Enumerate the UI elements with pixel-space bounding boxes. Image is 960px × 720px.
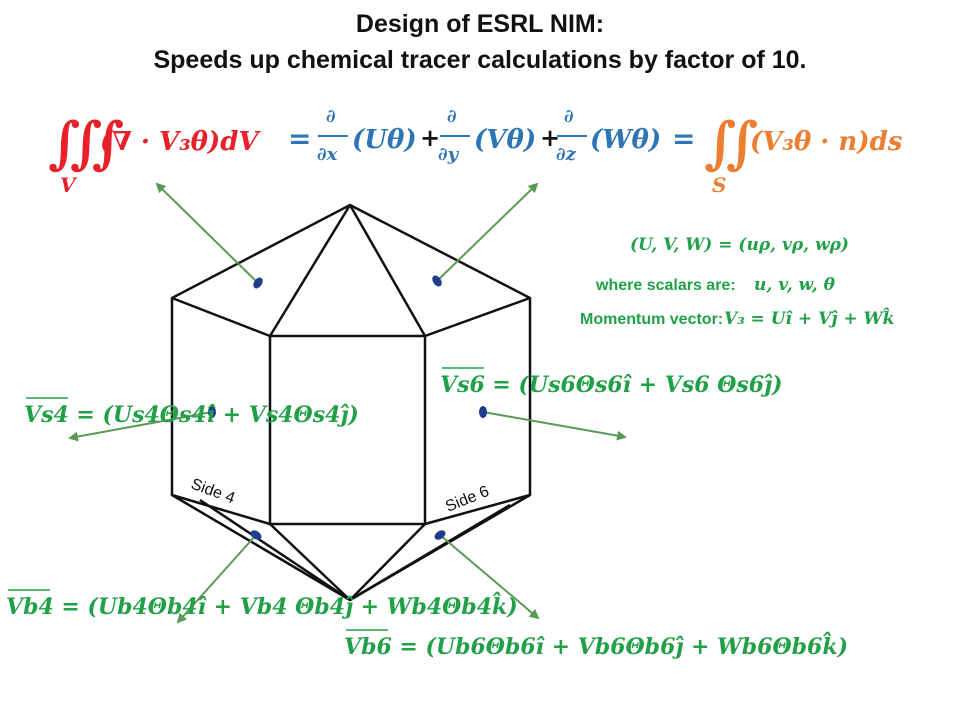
partial-y-den: ∂y: [438, 144, 460, 165]
center-face: [268, 334, 427, 526]
partial-z-den: ∂z: [556, 144, 577, 165]
dot-top-left: [253, 277, 263, 289]
edge-top-left: [268, 204, 352, 337]
scalars-value: u, v, w, θ: [754, 275, 836, 295]
title-line-1: Design of ESRL NIM:: [355, 10, 605, 38]
grid-cell-polyhedron: [170, 203, 532, 602]
edge-top-right: [348, 204, 427, 337]
divergence-equation: ∭ V (∇ · V₃θ)dV = ∂ ∂x (Uθ) + ∂ ∂y (Vθ) …: [48, 106, 903, 197]
edge-bottom-left: [269, 523, 351, 601]
vector-overbars: [8, 367, 484, 631]
arrow-side4: [68, 411, 213, 442]
double-integral-symbol: ∬: [704, 110, 760, 176]
equals-2: =: [672, 122, 695, 155]
info-block: (U, V, W) = (uρ, vρ, wρ) where scalars a…: [580, 235, 894, 329]
arrow-bottom4: [176, 534, 257, 624]
triple-integral-symbol: ∭: [48, 110, 126, 176]
edge-left-outer: [199, 498, 351, 602]
edge-bottom-right: [349, 523, 426, 601]
partial-x-num: ∂: [326, 106, 336, 127]
arrow-top-left: [155, 182, 259, 284]
surface-subscript: S: [712, 173, 726, 197]
equals-1: =: [288, 122, 311, 155]
arrow-side6: [482, 411, 627, 441]
lhs-term: (∇ · V₃θ)dV: [100, 127, 261, 157]
scalars-label: where scalars are:: [595, 277, 736, 294]
edge-lower-left: [171, 493, 271, 526]
dot-bottom4: [250, 530, 262, 540]
partial-x-den: ∂x: [317, 144, 338, 165]
flux-arrows: [68, 182, 627, 624]
edge-upper-right: [424, 296, 531, 338]
rhs-term: (V₃θ · n)ds: [750, 127, 903, 157]
plus-2: +: [540, 123, 560, 152]
edge-upper-left: [171, 296, 271, 338]
edge-lower-right: [424, 493, 531, 526]
face-center-dots: [208, 275, 487, 540]
arrow-top-right: [436, 182, 539, 282]
plus-1: +: [420, 123, 440, 152]
dot-top-right: [432, 275, 442, 287]
dot-side6: [479, 406, 487, 418]
volume-subscript: V: [60, 173, 78, 197]
vb4-equation: Vb4 = (Ub4Θb4î + Vb4 Θb4ĵ + Wb4Θb4k̂): [6, 592, 518, 620]
vb6-equation: Vb6 = (Ub6Θb6î + Vb6Θb6ĵ + Wb6Θb6k̂): [344, 632, 848, 660]
momentum-vector-label: Momentum vector:: [580, 311, 723, 328]
momentum-vector-value: V₃ = Uî + Vĵ + Wk̂: [724, 308, 894, 329]
term-w: (Wθ): [590, 125, 661, 155]
title-line-2: Speeds up chemical tracer calculations b…: [153, 46, 807, 74]
dot-side4: [208, 406, 216, 418]
term-u: (Uθ): [352, 125, 417, 155]
dot-bottom6: [434, 530, 446, 540]
partial-y-num: ∂: [447, 106, 457, 127]
arrow-bottom6: [439, 534, 540, 620]
partial-z-num: ∂: [564, 106, 574, 127]
vs6-equation: Vs6 = (Us6Θs6î + Vs6 Θs6ĵ): [440, 372, 782, 398]
term-v: (Vθ): [474, 125, 536, 155]
face-vector-equations: Vs4 = (Us4Θs4î + Vs4Θs4ĵ) Vs6 = (Us6Θs6î…: [6, 372, 848, 660]
vs4-equation: Vs4 = (Us4Θs4î + Vs4Θs4ĵ): [24, 402, 359, 428]
side-6-label: Side 6: [443, 483, 492, 516]
momentum-definition: (U, V, W) = (uρ, vρ, wρ): [630, 235, 849, 255]
edge-right-outer: [349, 503, 511, 602]
